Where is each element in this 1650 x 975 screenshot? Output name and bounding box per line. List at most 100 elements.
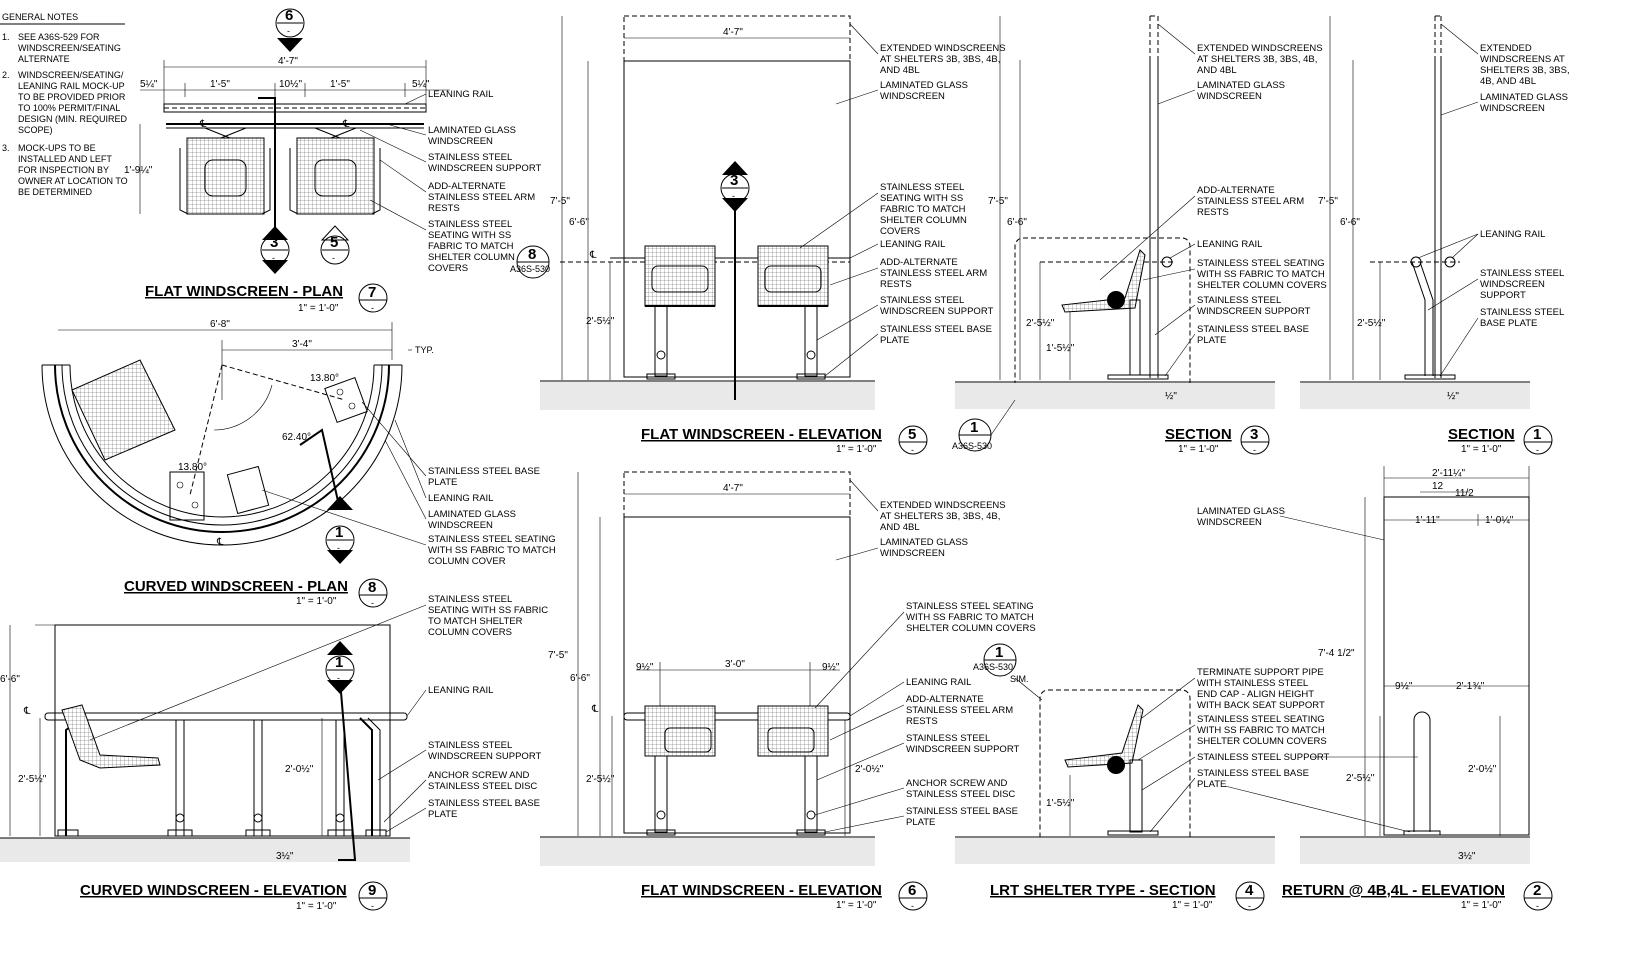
svg-text:SEE A36S-529 FOR: SEE A36S-529 FOR — [18, 32, 100, 42]
svg-text:-: - — [332, 253, 335, 263]
svg-text:7'-4 1/2": 7'-4 1/2" — [1318, 648, 1355, 659]
svg-text:SHELTER COLUMN COVERS: SHELTER COLUMN COVERS — [1197, 280, 1327, 291]
svg-text:6'-6": 6'-6" — [570, 673, 590, 684]
svg-text:-: - — [272, 253, 275, 263]
svg-text:STAINLESS STEEL: STAINLESS STEEL — [428, 152, 512, 163]
svg-text:℄: ℄ — [589, 250, 597, 261]
svg-text:-: - — [911, 445, 914, 455]
svg-text:SHELTERS 3B, 3BS,: SHELTERS 3B, 3BS, — [1480, 65, 1570, 76]
view-section-3: 7'-5" 6'-6" 2'-5½" 1'-5½" ½" 1 A36S-530 … — [952, 15, 1327, 455]
svg-text:LEANING RAIL: LEANING RAIL — [880, 239, 945, 250]
svg-text:SIM.: SIM. — [1010, 674, 1029, 684]
svg-text:WINDSCREEN/SEATING/: WINDSCREEN/SEATING/ — [18, 70, 124, 80]
svg-text:LAMINATED GLASS: LAMINATED GLASS — [1197, 506, 1285, 517]
svg-text:STAINLESS STEEL DISC: STAINLESS STEEL DISC — [428, 781, 537, 792]
svg-text:-: - — [1248, 901, 1251, 911]
svg-text:1: 1 — [335, 524, 343, 541]
svg-text:STAINLESS STEEL: STAINLESS STEEL — [880, 295, 964, 306]
section-marker-5: 5 - — [320, 225, 350, 265]
svg-text:TYP.: TYP. — [415, 345, 434, 355]
svg-text:7'-5": 7'-5" — [548, 650, 568, 661]
svg-text:WINDSCREEN SUPPORT: WINDSCREEN SUPPORT — [906, 744, 1020, 755]
svg-text:STAINLESS STEEL: STAINLESS STEEL — [1480, 307, 1564, 318]
svg-text:WITH SS FABRIC TO MATCH: WITH SS FABRIC TO MATCH — [1197, 269, 1325, 280]
svg-text:ADD-ALTERNATE: ADD-ALTERNATE — [880, 257, 958, 268]
svg-text:-: - — [371, 598, 374, 608]
svg-text:WINDSCREENS AT: WINDSCREENS AT — [1480, 54, 1565, 65]
svg-text:6: 6 — [285, 7, 293, 24]
svg-text:3'-0": 3'-0" — [725, 659, 745, 670]
svg-text:LEANING RAIL: LEANING RAIL — [1197, 239, 1262, 250]
svg-text:WINDSCREEN SUPPORT: WINDSCREEN SUPPORT — [428, 163, 542, 174]
svg-text:SEATING WITH SS: SEATING WITH SS — [880, 193, 963, 204]
svg-text:EXTENDED: EXTENDED — [1480, 43, 1532, 54]
svg-text:STAINLESS STEEL SEATING: STAINLESS STEEL SEATING — [428, 534, 556, 545]
svg-text:2'-11¼": 2'-11¼" — [1432, 467, 1466, 479]
svg-text:2'-5½": 2'-5½" — [1026, 318, 1055, 329]
svg-text:MOCK-UPS TO BE: MOCK-UPS TO BE — [18, 143, 96, 153]
svg-text:WINDSCREEN: WINDSCREEN — [1197, 517, 1262, 528]
svg-text:9½": 9½" — [822, 662, 840, 673]
svg-text:7'-5": 7'-5" — [988, 196, 1008, 207]
svg-text:-: - — [337, 543, 340, 553]
svg-text:STAINLESS STEEL SEATING: STAINLESS STEEL SEATING — [1197, 258, 1325, 269]
svg-text:1: 1 — [995, 644, 1003, 661]
svg-text:3.: 3. — [2, 143, 10, 153]
view-title-1: SECTION — [1448, 426, 1515, 443]
svg-text:℄: ℄ — [23, 706, 31, 717]
svg-text:1" = 1'-0": 1" = 1'-0" — [1178, 444, 1219, 455]
svg-text:TO MATCH SHELTER: TO MATCH SHELTER — [428, 616, 523, 627]
svg-text:6'-6": 6'-6" — [569, 217, 589, 228]
svg-text:WINDSCREEN: WINDSCREEN — [880, 91, 945, 102]
svg-text:LAMINATED GLASS: LAMINATED GLASS — [428, 125, 516, 136]
svg-text:1'-0¼": 1'-0¼" — [1485, 514, 1514, 526]
svg-text:9½": 9½" — [636, 662, 654, 673]
view-title-5: FLAT WINDSCREEN - ELEVATION — [641, 426, 882, 443]
svg-text:WINDSCREEN SUPPORT: WINDSCREEN SUPPORT — [1197, 306, 1311, 317]
svg-text:2'-0½": 2'-0½" — [285, 764, 314, 775]
svg-text:2'-5½": 2'-5½" — [1346, 773, 1375, 784]
section-marker-1-elev: 1 - — [325, 641, 355, 694]
view-curved-windscreen-plan: 6'-8" 3'-4" TYP. 62.40° 13.80° 13.80° ℄ — [41, 319, 556, 608]
svg-text:1.: 1. — [2, 32, 10, 42]
svg-text:FABRIC TO MATCH: FABRIC TO MATCH — [428, 241, 514, 252]
svg-text:13.80°: 13.80° — [178, 462, 207, 473]
svg-text:1'-5": 1'-5" — [210, 79, 230, 90]
detail-marker-1-a: 1 A36S-530 — [952, 399, 1016, 452]
view-title-2: RETURN @ 4B,4L - ELEVATION — [1282, 882, 1505, 899]
svg-text:STAINLESS STEEL: STAINLESS STEEL — [1197, 295, 1281, 306]
detail-marker-1-b: 1 A36S-530 SIM. — [973, 643, 1043, 701]
svg-text:PLATE: PLATE — [906, 817, 935, 828]
svg-text:STAINLESS STEEL BASE: STAINLESS STEEL BASE — [1197, 768, 1309, 779]
svg-text:EXTENDED WINDSCREENS: EXTENDED WINDSCREENS — [880, 43, 1006, 54]
view-title-3: SECTION — [1165, 426, 1232, 443]
svg-text:STAINLESS STEEL BASE: STAINLESS STEEL BASE — [428, 466, 540, 477]
svg-text:6'-6": 6'-6" — [1007, 217, 1027, 228]
svg-text:4'-7": 4'-7" — [723, 483, 743, 494]
svg-text:STAINLESS STEEL: STAINLESS STEEL — [428, 594, 512, 605]
svg-text:62.40°: 62.40° — [282, 432, 311, 443]
view-section-1: 7'-5" 6'-6" 2'-5½" ½" EXTENDED WINDSCREE… — [1300, 15, 1570, 455]
svg-text:2'-1¾": 2'-1¾" — [1456, 681, 1485, 692]
svg-text:LAMINATED GLASS: LAMINATED GLASS — [428, 509, 516, 520]
svg-text:WITH SS FABRIC TO MATCH: WITH SS FABRIC TO MATCH — [428, 545, 556, 556]
svg-text:ADD-ALTERNATE: ADD-ALTERNATE — [1197, 185, 1275, 196]
svg-text:1: 1 — [335, 654, 343, 671]
svg-text:½": ½" — [1165, 391, 1177, 402]
svg-text:1" = 1'-0": 1" = 1'-0" — [1172, 900, 1213, 911]
svg-text:WITH STAINLESS STEEL: WITH STAINLESS STEEL — [1197, 678, 1308, 689]
svg-text:4'-7": 4'-7" — [278, 56, 298, 67]
view-title-4: LRT SHELTER TYPE - SECTION — [990, 882, 1216, 899]
svg-text:3½": 3½" — [276, 851, 294, 862]
svg-text:3'-4": 3'-4" — [292, 339, 312, 350]
svg-text:-: - — [337, 673, 340, 683]
svg-text:COVERS: COVERS — [428, 263, 468, 274]
svg-text:6'-6": 6'-6" — [1340, 217, 1360, 228]
svg-text:4B, AND 4BL: 4B, AND 4BL — [1480, 76, 1536, 87]
svg-text:FOR INSPECTION BY: FOR INSPECTION BY — [18, 165, 109, 175]
svg-text:WITH BACK SEAT SUPPORT: WITH BACK SEAT SUPPORT — [1197, 700, 1325, 711]
svg-text:SHELTER COLUMN: SHELTER COLUMN — [880, 215, 967, 226]
svg-text:1" = 1'-0": 1" = 1'-0" — [1461, 900, 1502, 911]
svg-text:9½": 9½" — [1395, 681, 1413, 692]
svg-text:STAINLESS STEEL BASE: STAINLESS STEEL BASE — [428, 798, 540, 809]
